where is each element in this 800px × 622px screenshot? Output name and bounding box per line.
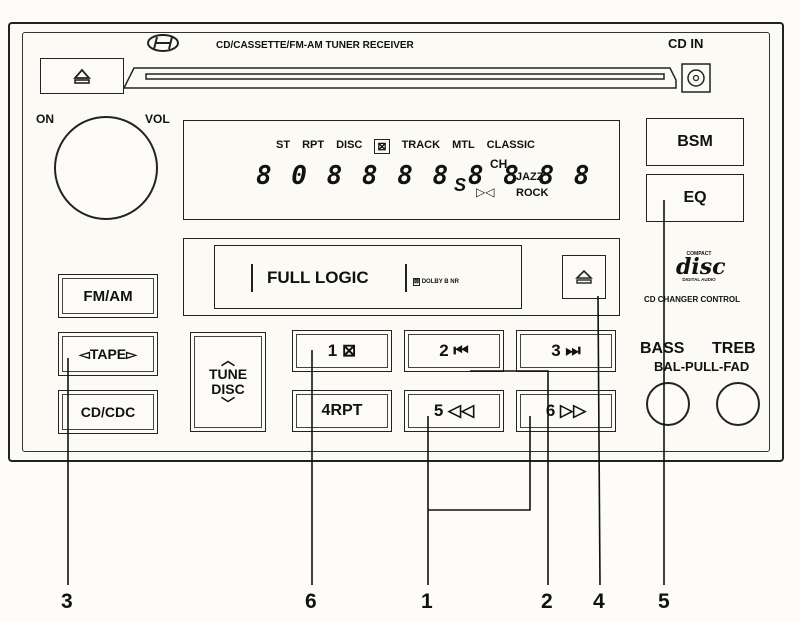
down-arrow-icon: ﹀ [221,395,235,412]
dolby-indicator-icon: ⊠ [374,139,390,154]
callout-1: 1 [421,590,433,613]
cassette-eject-button[interactable] [562,255,606,299]
vol-label: VOL [145,112,170,126]
indicator-rpt: RPT [302,139,325,151]
preset-3-button[interactable]: 3 ⏭ [516,330,616,372]
cd-in-label: CD IN [668,36,704,51]
callout-3: 3 [61,590,73,613]
preset-1-button[interactable]: 1 ⊠ [292,330,392,372]
bass-label: BASS [640,340,685,357]
display-indicators: ST RPT DISC ⊠ TRACK MTL CLASSIC [276,139,535,154]
treb-label: TREB [712,340,756,357]
callout-5: 5 [658,590,670,613]
on-label: ON [36,112,54,126]
radio-faceplate-inner [22,32,770,452]
preset-5-button[interactable]: 5 ◁◁ [404,390,504,432]
cassette-door[interactable]: FULL LOGIC ⊠ DOLBY B NR [214,245,522,309]
callout-6: 6 [305,590,317,613]
indicator-mtl: MTL [452,139,475,151]
hyundai-logo-icon [146,33,180,53]
volume-knob[interactable] [54,116,158,220]
cassette-deck: FULL LOGIC ⊠ DOLBY B NR [183,238,620,316]
indicator-track: TRACK [401,139,441,151]
up-arrow-icon: ︿ [221,351,235,368]
treble-knob[interactable] [716,382,760,426]
preset-6-button[interactable]: 6 ▷▷ [516,390,616,432]
cd-in-indicator [680,62,712,94]
s-indicator: S [454,175,467,195]
cd-eject-button[interactable] [40,58,124,94]
indicator-disc: DISC [336,139,363,151]
indicator-classic: CLASSIC [486,139,535,151]
bal-pull-fad-label: BAL-PULL-FAD [654,359,750,374]
callout-4: 4 [593,590,605,613]
cd-cdc-button[interactable]: CD/CDC [58,390,158,434]
jazz-indicator: JAZZ [516,171,544,183]
eject-icon [73,68,91,84]
cassette-label: FULL LOGIC [267,268,369,287]
ch-indicator: CH [490,157,508,171]
bsm-button[interactable]: BSM [646,118,744,166]
indicator-st: ST [276,139,291,151]
speaker-arrow-icon: ▷◁ [476,185,495,199]
bass-knob[interactable] [646,382,690,426]
segment-digits: 8 0 8 8 8 8 8 8 8 8 [256,161,592,191]
compact-disc-logo: COMPACT disc DIGITAL AUDIO [676,251,726,282]
lcd-display: ST RPT DISC ⊠ TRACK MTL CLASSIC 8 0 8 8 … [183,120,620,220]
preset-2-button[interactable]: 2 ⏮ [404,330,504,372]
dolby-icon: ⊠ [413,278,421,286]
eject-icon [575,269,593,284]
fm-am-button[interactable]: FM/AM [58,274,158,318]
dolby-label: ⊠ DOLBY B NR [413,278,459,286]
rock-indicator: ROCK [516,187,549,199]
preset-4-button[interactable]: 4RPT [292,390,392,432]
cd-changer-label: CD CHANGER CONTROL [644,295,740,304]
callout-2: 2 [541,590,553,613]
eq-button[interactable]: EQ [646,174,744,222]
cd-slot [122,60,678,90]
tape-button[interactable]: ◅TAPE▻ [58,332,158,376]
model-title: CD/CASSETTE/FM-AM TUNER RECEIVER [216,40,414,51]
tune-disc-rocker[interactable]: ︿ TUNE DISC ﹀ [190,332,266,432]
